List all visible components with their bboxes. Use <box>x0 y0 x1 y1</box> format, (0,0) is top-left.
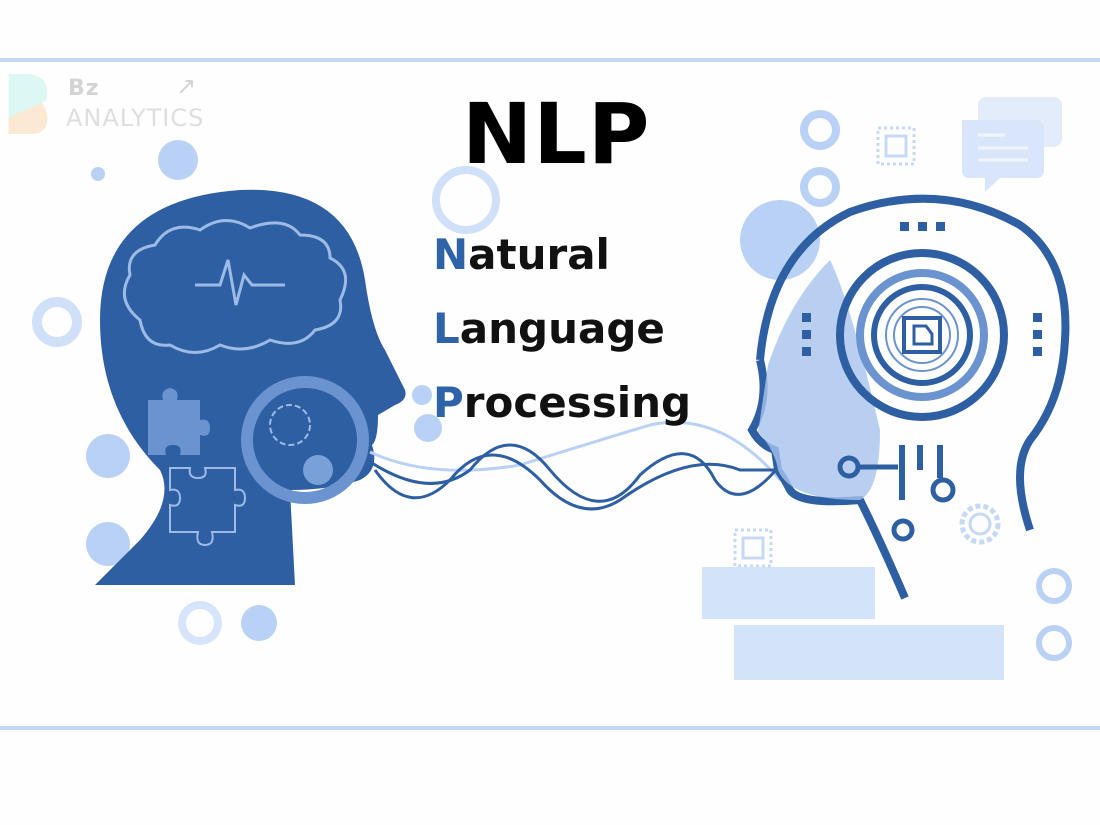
ai-head-dots <box>802 222 1042 356</box>
arrow-up-right-icon: ↗ <box>176 72 197 100</box>
logo-brand-short: Bz <box>68 76 100 101</box>
expansion-line-natural: Natural <box>433 234 610 276</box>
left-decor-circles <box>32 140 500 645</box>
top-border-line <box>0 58 1100 62</box>
bottom-border-line <box>0 726 1100 730</box>
word-rest: anguage <box>459 304 665 353</box>
word-rest: atural <box>468 230 610 279</box>
expansion-line-processing: Processing <box>433 382 691 424</box>
sound-waves-icon <box>369 420 782 511</box>
word-rest: rocessing <box>463 378 692 427</box>
logo-brand-name: ANALYTICS <box>66 104 205 132</box>
right-decor <box>702 97 1072 680</box>
page-title: NLP <box>462 85 651 183</box>
expansion-line-language: Language <box>433 308 665 350</box>
human-head-icon <box>95 189 406 585</box>
initial-letter: L <box>433 304 460 353</box>
initial-letter: P <box>433 378 464 427</box>
initial-letter: N <box>433 230 469 279</box>
logo-mark-icon <box>8 74 48 134</box>
ai-head-icon <box>747 194 1070 600</box>
bz-analytics-logo: Bz ↗ ANALYTICS <box>8 72 208 142</box>
